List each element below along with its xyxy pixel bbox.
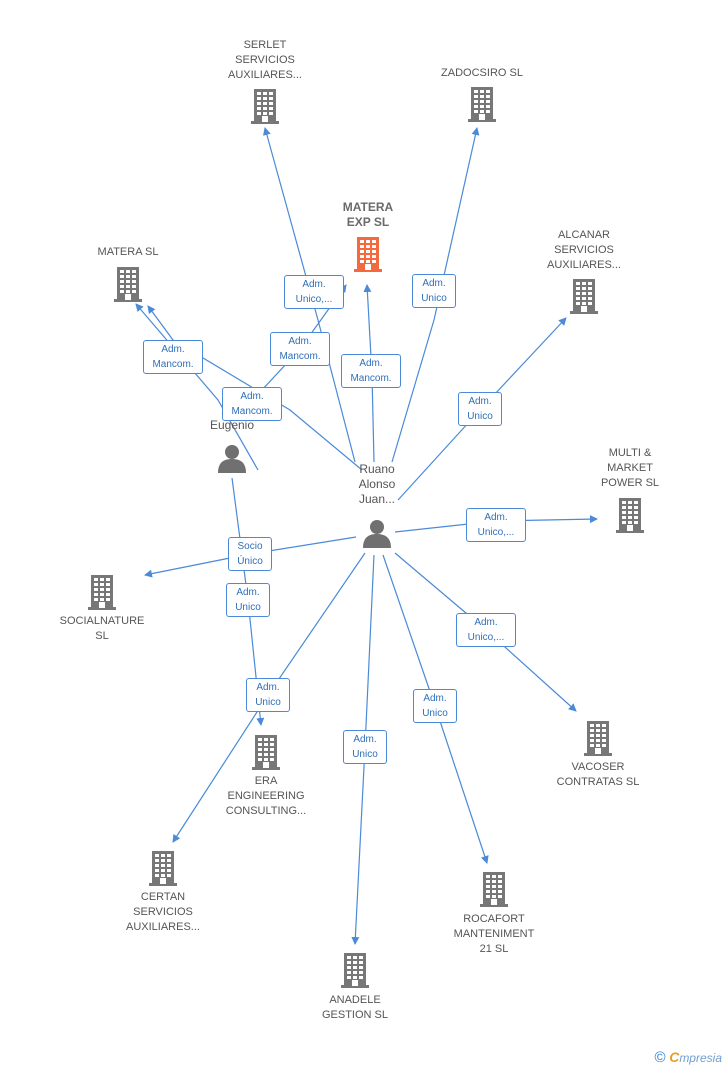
brand-initial: C — [669, 1049, 680, 1065]
company-label-multi[interactable]: MULTI & MARKET POWER SL — [600, 447, 660, 489]
building-icon[interactable] — [583, 720, 613, 761]
relation-label-r-certan[interactable]: Adm. Unico — [246, 678, 290, 712]
edge-r-zadocsiro — [391, 127, 480, 463]
relation-label-r-serlet[interactable]: Adm. Unico,... — [284, 275, 344, 309]
relation-label-r-materaexp-eug[interactable]: Adm. Mancom. — [270, 332, 330, 366]
building-icon[interactable] — [113, 266, 143, 307]
company-label-era[interactable]: ERA ENGINEERING CONSULTING... — [225, 775, 307, 817]
company-label-serlet[interactable]: SERLET SERVICIOS AUXILIARES... — [228, 39, 302, 81]
brand-name: mpresia — [679, 1051, 722, 1065]
building-icon[interactable] — [250, 88, 280, 129]
building-icon[interactable] — [353, 236, 383, 277]
company-label-matera[interactable]: MATERA SL — [97, 246, 159, 258]
person-label-ruano[interactable]: Ruano Alonso Juan... — [358, 462, 396, 506]
relation-label-r-matera-1[interactable]: Adm. Mancom. — [143, 340, 203, 374]
building-icon[interactable] — [340, 952, 370, 993]
building-icon[interactable] — [467, 86, 497, 127]
relation-label-r-rocafort[interactable]: Adm. Unico — [413, 689, 457, 723]
company-label-matera-exp[interactable]: MATERA EXP SL — [342, 200, 394, 229]
relation-label-r-matera-2[interactable]: Adm. Mancom. — [222, 387, 282, 421]
company-label-anadele[interactable]: ANADELE GESTION SL — [321, 994, 389, 1021]
company-label-vacoser[interactable]: VACOSER CONTRATAS SL — [556, 761, 640, 788]
relation-label-r-zadocsiro[interactable]: Adm. Unico — [412, 274, 456, 308]
copyright-icon: © — [654, 1049, 666, 1066]
building-icon[interactable] — [615, 497, 645, 538]
relation-label-r-materaexp-ruano[interactable]: Adm. Mancom. — [341, 354, 401, 388]
company-label-socialnature[interactable]: SOCIALNATURE SL — [59, 615, 145, 642]
relation-label-r-vacoser[interactable]: Adm. Unico,... — [456, 613, 516, 647]
relation-label-r-multi[interactable]: Adm. Unico,... — [466, 508, 526, 542]
relation-label-r-alcanar[interactable]: Adm. Unico — [458, 392, 502, 426]
building-icon[interactable] — [479, 871, 509, 912]
building-icon[interactable] — [87, 574, 117, 615]
relation-label-r-social[interactable]: Socio Único — [228, 537, 272, 571]
person-icon[interactable] — [362, 518, 392, 553]
company-label-rocafort[interactable]: ROCAFORT MANTENIMENT 21 SL — [453, 913, 535, 955]
edge-r-serlet — [263, 127, 356, 463]
company-label-certan[interactable]: CERTAN SERVICIOS AUXILIARES... — [126, 891, 200, 933]
company-label-zadocsiro[interactable]: ZADOCSIRO SL — [441, 67, 523, 79]
copyright-mark: © Cmpresia — [655, 1049, 723, 1066]
relation-label-r-era[interactable]: Adm. Unico — [226, 583, 270, 617]
building-icon[interactable] — [251, 734, 281, 775]
company-label-alcanar[interactable]: ALCANAR SERVICIOS AUXILIARES... — [547, 229, 621, 271]
relation-label-r-anadele[interactable]: Adm. Unico — [343, 730, 387, 764]
edge-r-matera-2 — [135, 303, 259, 471]
building-icon[interactable] — [569, 278, 599, 319]
edge-r-matera-1 — [147, 305, 363, 471]
building-icon[interactable] — [148, 850, 178, 891]
person-icon[interactable] — [217, 443, 247, 478]
